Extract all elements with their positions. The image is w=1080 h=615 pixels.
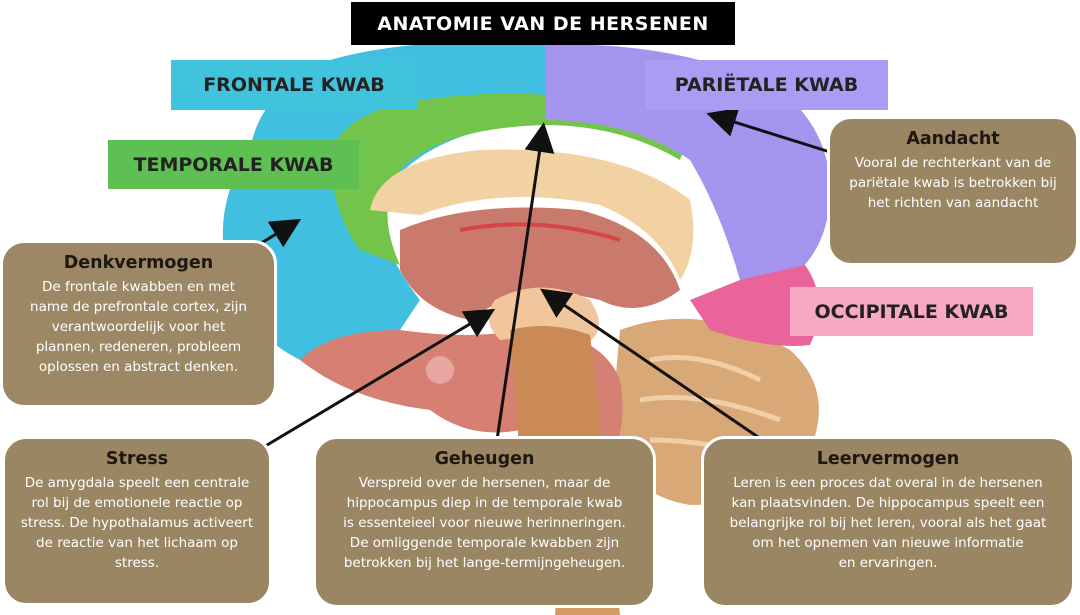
- info-box-text: De amygdala speelt een centrale rol bij …: [20, 475, 254, 571]
- arrow-stress: [261, 308, 496, 450]
- info-box-title: Geheugen: [434, 449, 535, 469]
- label-parietal-lobe: PARIËTALE KWAB: [645, 60, 888, 110]
- temporal-lobe-shape: [330, 93, 545, 265]
- occipital-lobe-shape: [690, 265, 819, 346]
- arrow-leervermogen: [540, 288, 759, 439]
- info-box-title: Aandacht: [906, 129, 1000, 149]
- info-box-title: Denkvermogen: [63, 253, 214, 273]
- info-box-aandacht: Aandacht Vooral de rechterkant van de pa…: [827, 116, 1079, 266]
- info-box-text: De frontale kwabben en met name de prefr…: [30, 279, 247, 375]
- label-occipital-lobe: OCCIPITALE KWAB: [790, 287, 1033, 336]
- info-box-denkvermogen: Denkvermogen De frontale kwabben en met …: [0, 240, 277, 408]
- info-box-leervermogen: Leervermogen Leren is een proces dat ove…: [701, 436, 1075, 608]
- info-box-text: Vooral de rechterkant van de pariëtale k…: [849, 155, 1057, 211]
- arrow-aandacht: [706, 107, 831, 154]
- corpus-callosum: [370, 149, 694, 280]
- arrow-geheugen: [495, 122, 555, 441]
- info-box-title: Leervermogen: [816, 449, 960, 469]
- info-box-title: Stress: [105, 449, 169, 469]
- arrow-denkvermogen: [257, 218, 302, 248]
- page-title: ANATOMIE VAN DE HERSENEN: [351, 2, 735, 45]
- label-frontal-lobe: FRONTALE KWAB: [171, 60, 417, 110]
- info-box-text: Leren is een proces dat overal in de her…: [729, 475, 1047, 571]
- info-box-text: Verspreid over de hersenen, maar de hipp…: [343, 475, 626, 571]
- amygdala: [426, 356, 454, 384]
- info-box-geheugen: Geheugen Verspreid over de hersenen, maa…: [313, 436, 656, 608]
- label-temporal-lobe: TEMPORALE KWAB: [108, 140, 359, 189]
- info-box-stress: Stress De amygdala speelt een centrale r…: [2, 436, 272, 606]
